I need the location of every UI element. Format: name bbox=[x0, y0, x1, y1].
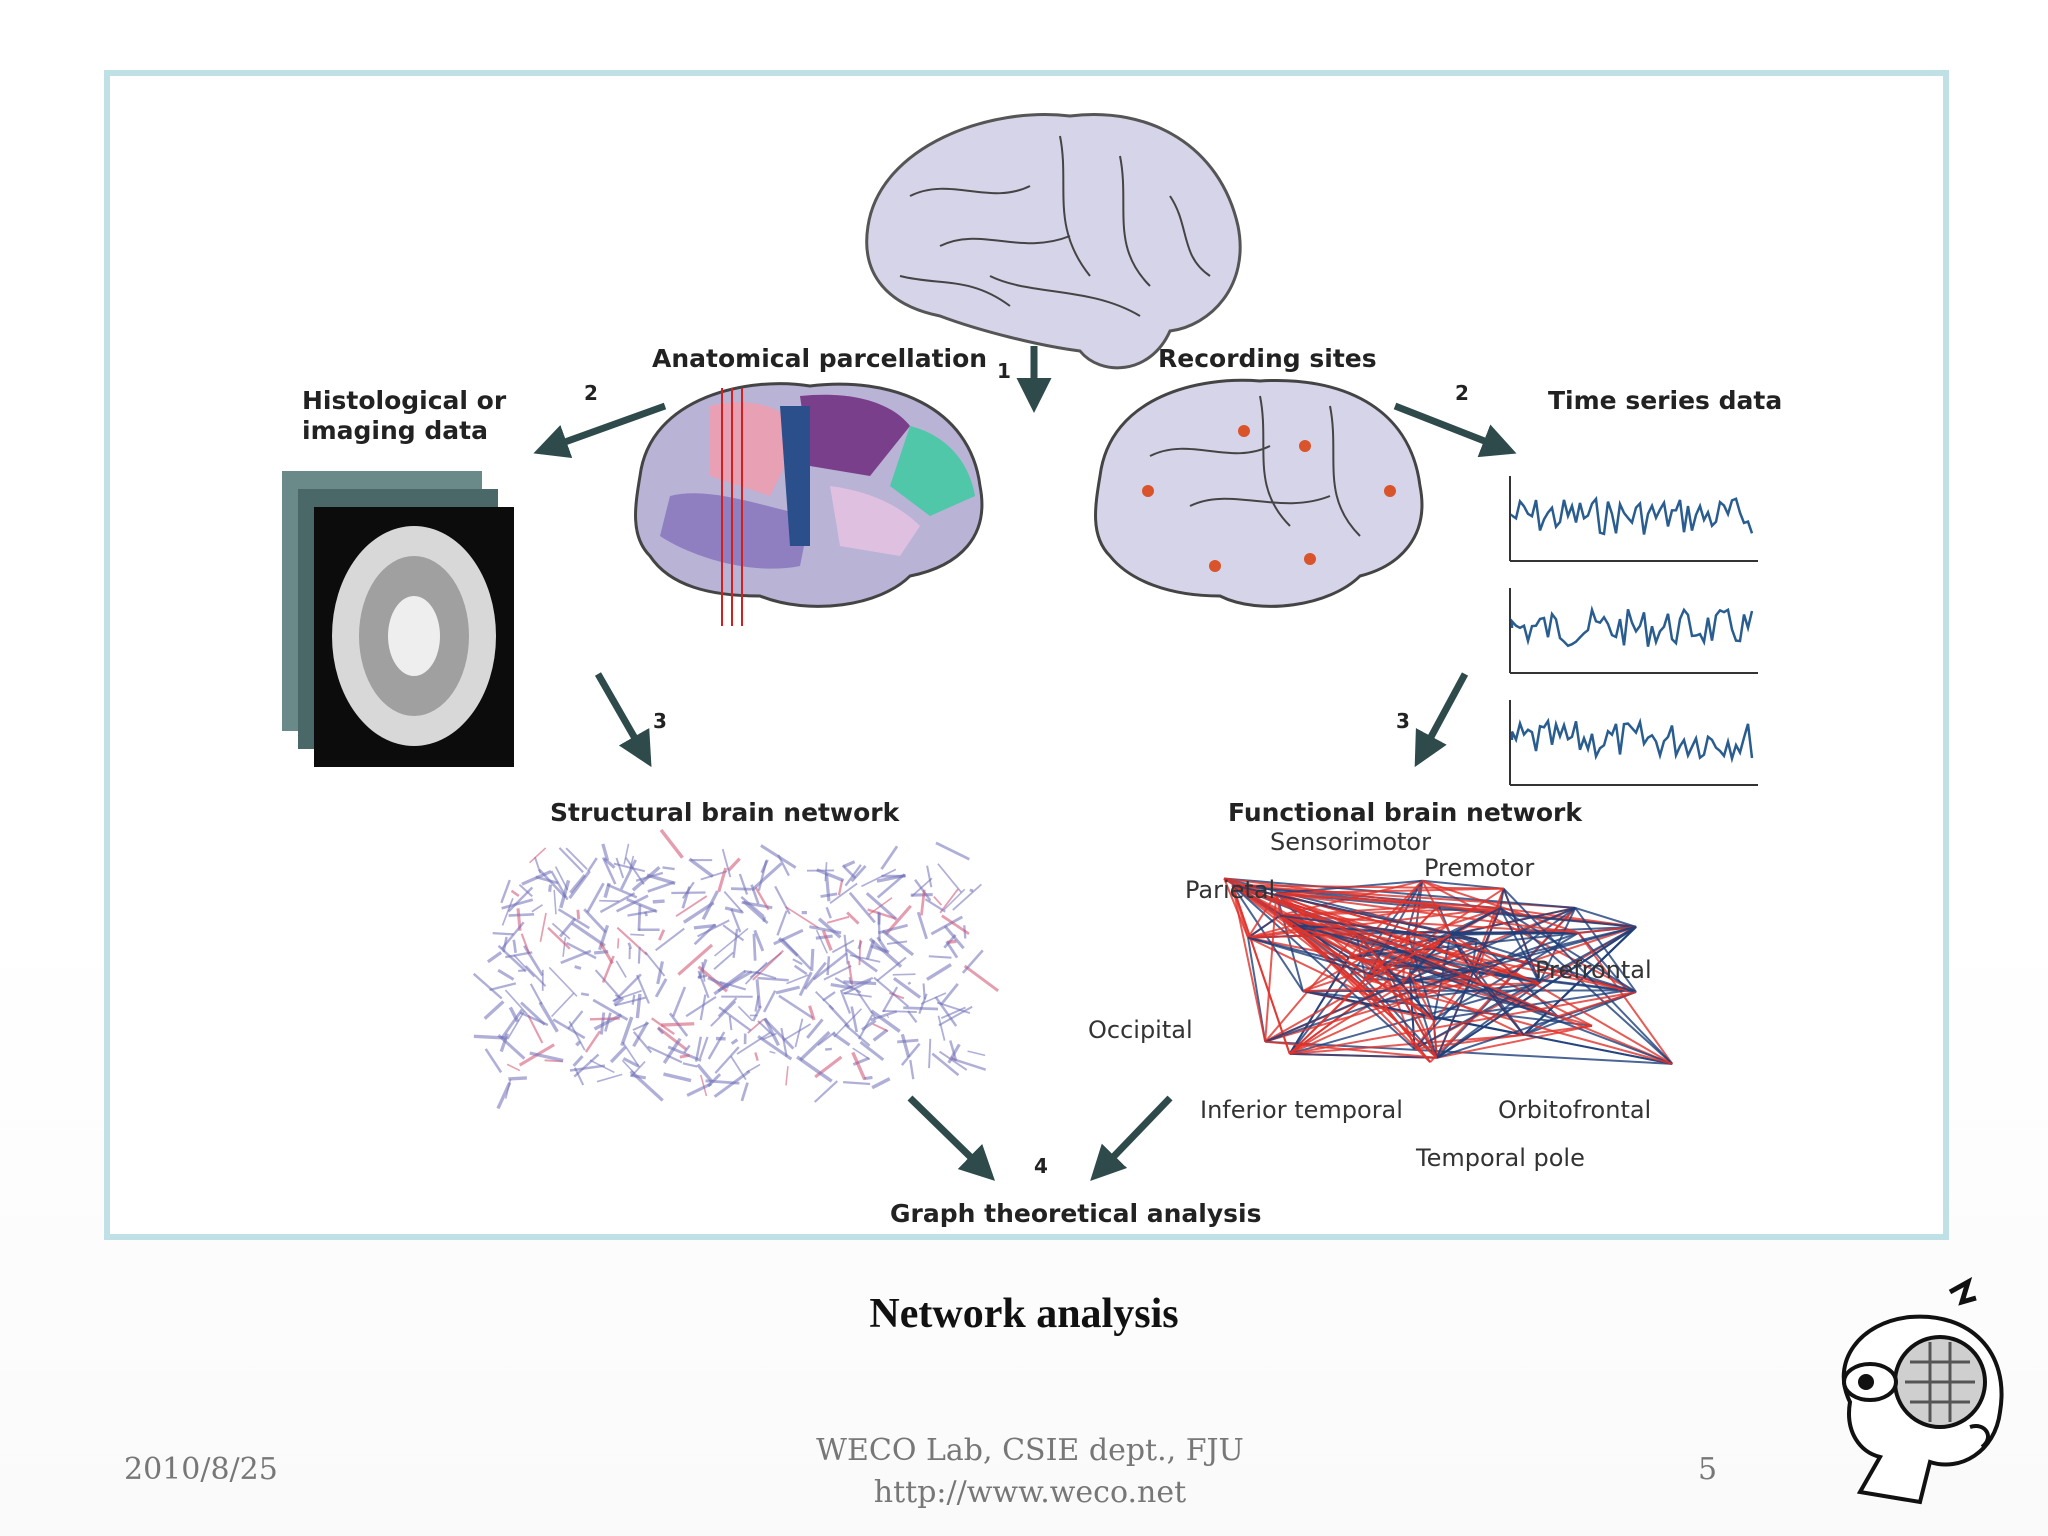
label-functional-network: Functional brain network bbox=[1228, 798, 1582, 827]
region-label-parietal: Parietal bbox=[1185, 876, 1276, 904]
footer-lab-line2: http://www.weco.net bbox=[873, 1475, 1187, 1510]
label-histological-line1: Histological or bbox=[302, 386, 507, 415]
region-label-occipital: Occipital bbox=[1088, 1016, 1193, 1044]
functional-network-graph bbox=[1223, 877, 1674, 1065]
region-label-inferior-temporal: Inferior temporal bbox=[1200, 1096, 1403, 1124]
label-graph-analysis: Graph theoretical analysis bbox=[890, 1199, 1262, 1228]
region-label-prefrontal: Prefrontal bbox=[1535, 956, 1652, 984]
label-time-series: Time series data bbox=[1548, 386, 1783, 415]
step-number-1: 1 bbox=[997, 359, 1011, 383]
figure-frame: Anatomical parcellation Recording sites … bbox=[104, 70, 1949, 1240]
recording-sites-brain-image bbox=[1094, 378, 1424, 608]
label-anatomical-parcellation: Anatomical parcellation bbox=[652, 344, 988, 373]
step-number-3-right: 3 bbox=[1396, 709, 1410, 733]
step-number-4: 4 bbox=[1034, 1154, 1048, 1178]
footer-lab-info: WECO Lab, CSIE dept., FJU http://www.wec… bbox=[770, 1430, 1290, 1514]
arrow-step-2-right bbox=[1393, 402, 1517, 458]
step-number-2-right: 2 bbox=[1455, 381, 1469, 405]
footer-page-number: 5 bbox=[1698, 1452, 1718, 1487]
region-label-premotor: Premotor bbox=[1424, 854, 1535, 882]
time-series-panels bbox=[1509, 476, 1758, 786]
step-number-3-left: 3 bbox=[653, 709, 667, 733]
step-number-2-left: 2 bbox=[584, 381, 598, 405]
structural-network-graph bbox=[472, 828, 1000, 1110]
arrow-step-3-right bbox=[1414, 672, 1469, 768]
mri-stack-image bbox=[282, 471, 514, 767]
label-structural-network: Structural brain network bbox=[550, 798, 900, 827]
parcellated-brain-image bbox=[634, 382, 984, 626]
arrow-step-4-left bbox=[907, 1095, 996, 1181]
label-recording-sites: Recording sites bbox=[1158, 344, 1377, 373]
arrow-step-2-left bbox=[533, 402, 667, 458]
arrow-step-4-right bbox=[1090, 1095, 1173, 1182]
footer-lab-line1: WECO Lab, CSIE dept., FJU bbox=[816, 1433, 1244, 1468]
slide-caption: Network analysis bbox=[869, 1291, 1179, 1337]
arrow-step-3-left bbox=[594, 672, 652, 768]
region-label-sensorimotor: Sensorimotor bbox=[1270, 828, 1431, 856]
diagram-canvas bbox=[282, 113, 1758, 1182]
footer-date: 2010/8/25 bbox=[124, 1452, 278, 1487]
region-label-orbitofrontal: Orbitofrontal bbox=[1498, 1096, 1652, 1124]
top-brain-image bbox=[865, 113, 1242, 370]
weco-mascot-logo bbox=[1841, 1276, 2004, 1505]
label-histological-line2: imaging data bbox=[302, 416, 488, 445]
region-label-temporal-pole: Temporal pole bbox=[1416, 1144, 1585, 1172]
